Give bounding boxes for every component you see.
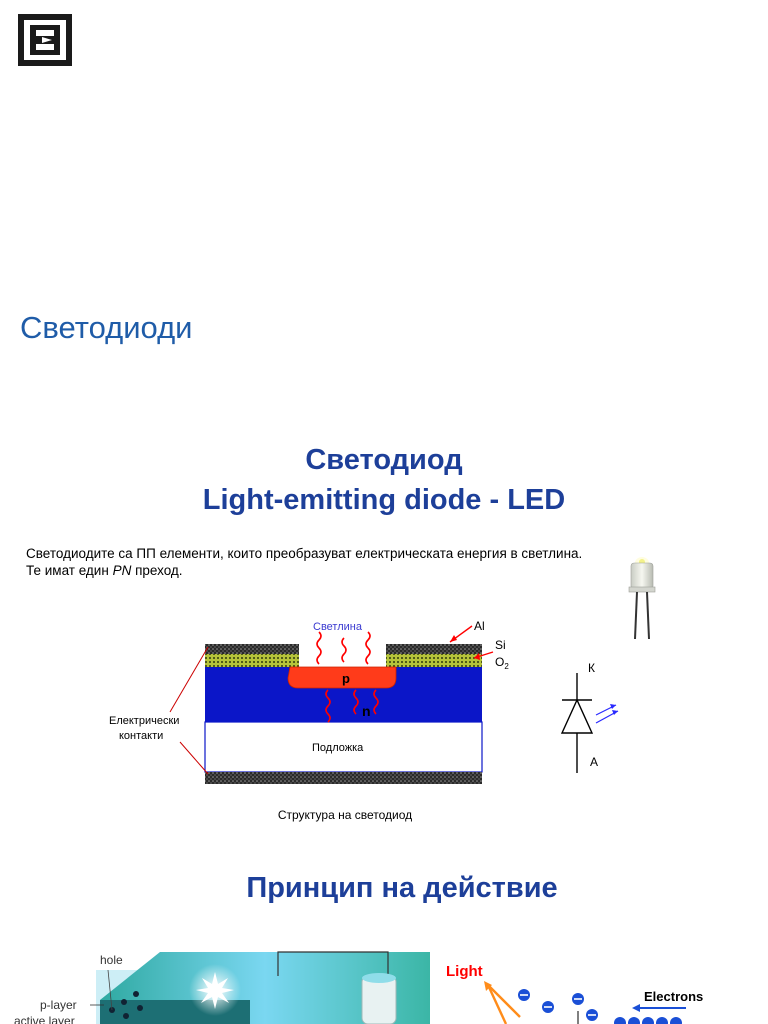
cathode-label: К [588,661,595,675]
substrate-label: Подложка [312,742,364,754]
electrons-label: Electrons [644,989,703,1004]
contact-line-bottom [179,741,209,775]
intro-paragraph: Светодиодите са ПП елементи, които преоб… [26,545,586,579]
diode-triangle [560,698,594,734]
diagram-caption: Структура на светодиод [277,808,413,822]
light-wave-6 [373,689,379,715]
anode-label: А [590,755,598,769]
intro-text-pn: PN [112,563,132,578]
led-photo [628,557,656,640]
intro-text-part2: преход. [131,563,183,578]
light-wave-1 [316,631,322,665]
slide-heading-led-en: Light-emitting diode - LED [202,484,566,516]
p-label: p [342,671,350,686]
light-label: Светлина [313,621,363,633]
top-right-contact [386,644,482,654]
substrate-region [204,721,483,773]
hole-label: hole [100,953,123,967]
contact-line-top [169,646,209,713]
light-wave-5 [353,689,359,715]
top-left-contact [205,644,299,654]
n-label: n [362,703,371,719]
document-title: Светодиоди [20,310,193,345]
active-layer-label: active layer [14,1014,75,1024]
o2-label: O2 [495,655,509,671]
light-wave-4 [325,689,331,723]
electron-flow-illustration: Light Electrons [446,963,703,1024]
principle-heading: Принцип на действие [246,872,558,904]
led-schematic-symbol: К А [560,661,619,773]
light-label-en: Light [446,963,483,980]
contacts-label-line2: контакти [119,730,163,742]
si-label: Si [495,638,506,652]
al-label: Al [474,619,485,633]
led-layers-illustration: hole p-layer active layer [14,951,430,1024]
slide-heading-led-bg: Светодиод [305,444,463,476]
light-wave-2 [341,637,347,663]
contacts-label-line1: Електрически [109,715,179,727]
bottom-contact [205,772,482,784]
brand-logo [18,14,72,66]
top-left-oxide [205,654,299,667]
p-layer-label: p-layer [40,998,77,1012]
top-right-oxide [386,654,482,667]
p-region [287,666,397,689]
light-wave-3 [365,631,371,665]
led-structure-diagram: p n Светлина Al Si O2 Електрически конта… [109,619,509,784]
intro-text-part1: Светодиодите са ПП елементи, които преоб… [26,546,583,578]
